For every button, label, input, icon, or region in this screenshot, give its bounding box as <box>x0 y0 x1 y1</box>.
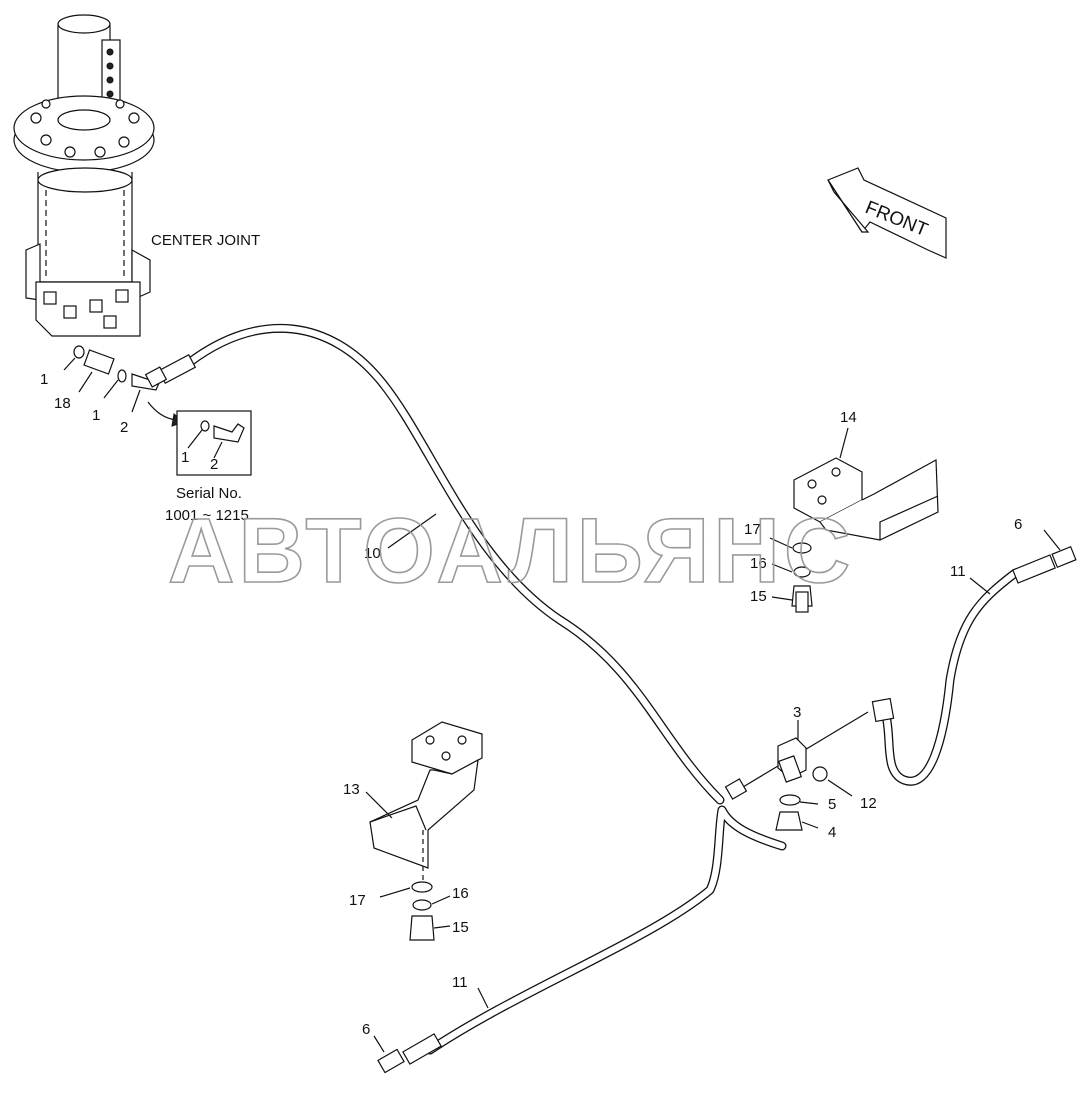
bracket-14 <box>793 427 939 541</box>
hose-11-bottom <box>373 805 787 1074</box>
center-joint-label: CENTER JOINT <box>151 232 260 249</box>
serial-label: Serial No. <box>176 485 242 502</box>
tee-block-3 <box>724 711 869 831</box>
callout-13: 13 <box>343 781 360 798</box>
callout-11b: 11 <box>452 974 468 991</box>
inset-callout-1: 1 <box>181 449 189 466</box>
callout-6a: 6 <box>1014 516 1022 533</box>
center-joint <box>13 14 155 337</box>
hose-11-right <box>871 529 1077 786</box>
callout-3: 3 <box>793 704 801 721</box>
watermark: АВТОАЛЬЯНС <box>168 500 854 602</box>
callout-18: 18 <box>54 395 71 412</box>
serial-range: 1001 ~ 1215 <box>165 507 249 524</box>
bolt-stack-left <box>379 881 451 941</box>
bolt-stack-right <box>769 537 813 613</box>
callout-10: 10 <box>364 545 381 562</box>
inset-box <box>176 410 252 476</box>
front-arrow: FRONT <box>827 167 947 259</box>
hose-10 <box>144 323 725 805</box>
inset-callout-2: 2 <box>210 456 218 473</box>
callout-16b: 16 <box>452 885 469 902</box>
callout-16a: 16 <box>750 555 767 572</box>
callout-11a: 11 <box>950 563 966 580</box>
callout-5: 5 <box>828 796 836 813</box>
bracket-13 <box>365 721 483 884</box>
callout-2: 2 <box>120 419 128 436</box>
callout-15b: 15 <box>452 919 469 936</box>
callout-12: 12 <box>860 795 877 812</box>
callout-15a: 15 <box>750 588 767 605</box>
callout-14: 14 <box>840 409 857 426</box>
callout-17a: 17 <box>744 521 761 538</box>
center-joint-fittings <box>63 345 186 427</box>
callout-6b: 6 <box>362 1021 370 1038</box>
callout-1b: 1 <box>92 407 100 424</box>
callout-17b: 17 <box>349 892 366 909</box>
callout-4: 4 <box>828 824 836 841</box>
callout-1a: 1 <box>40 371 48 388</box>
